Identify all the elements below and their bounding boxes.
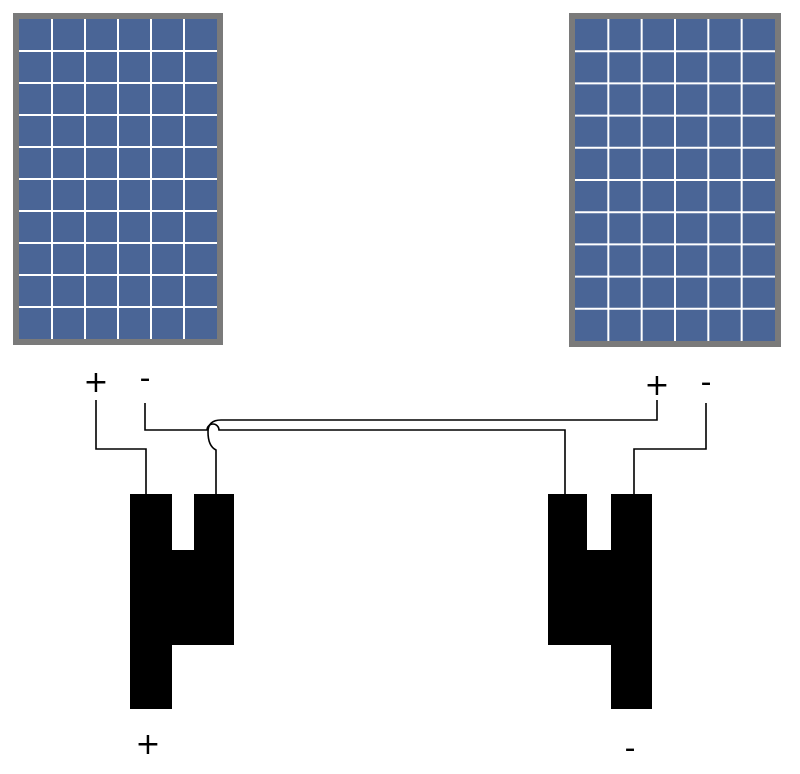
- wiring: [95, 400, 707, 494]
- panel-grid-left: [19, 19, 217, 339]
- right-connector-minus-label: -: [625, 731, 636, 766]
- solar-panel-right: [569, 13, 781, 347]
- branch-connector-left: [130, 494, 234, 709]
- solar-panel-left: [13, 13, 223, 345]
- wire-right-minus: [633, 403, 707, 494]
- wire-left-plus: [95, 400, 147, 494]
- wire-right-plus-crossover: [207, 400, 658, 494]
- branch-connector-right: [548, 494, 652, 709]
- right-panel-plus-label: +: [644, 368, 669, 403]
- wire-left-minus-crossover: [144, 403, 566, 494]
- left-connector-plus-label: +: [135, 727, 160, 762]
- right-panel-minus-label: -: [701, 365, 712, 400]
- left-panel-minus-label: -: [140, 361, 151, 396]
- left-panel-plus-label: +: [83, 365, 108, 400]
- panel-grid-right: [575, 19, 775, 341]
